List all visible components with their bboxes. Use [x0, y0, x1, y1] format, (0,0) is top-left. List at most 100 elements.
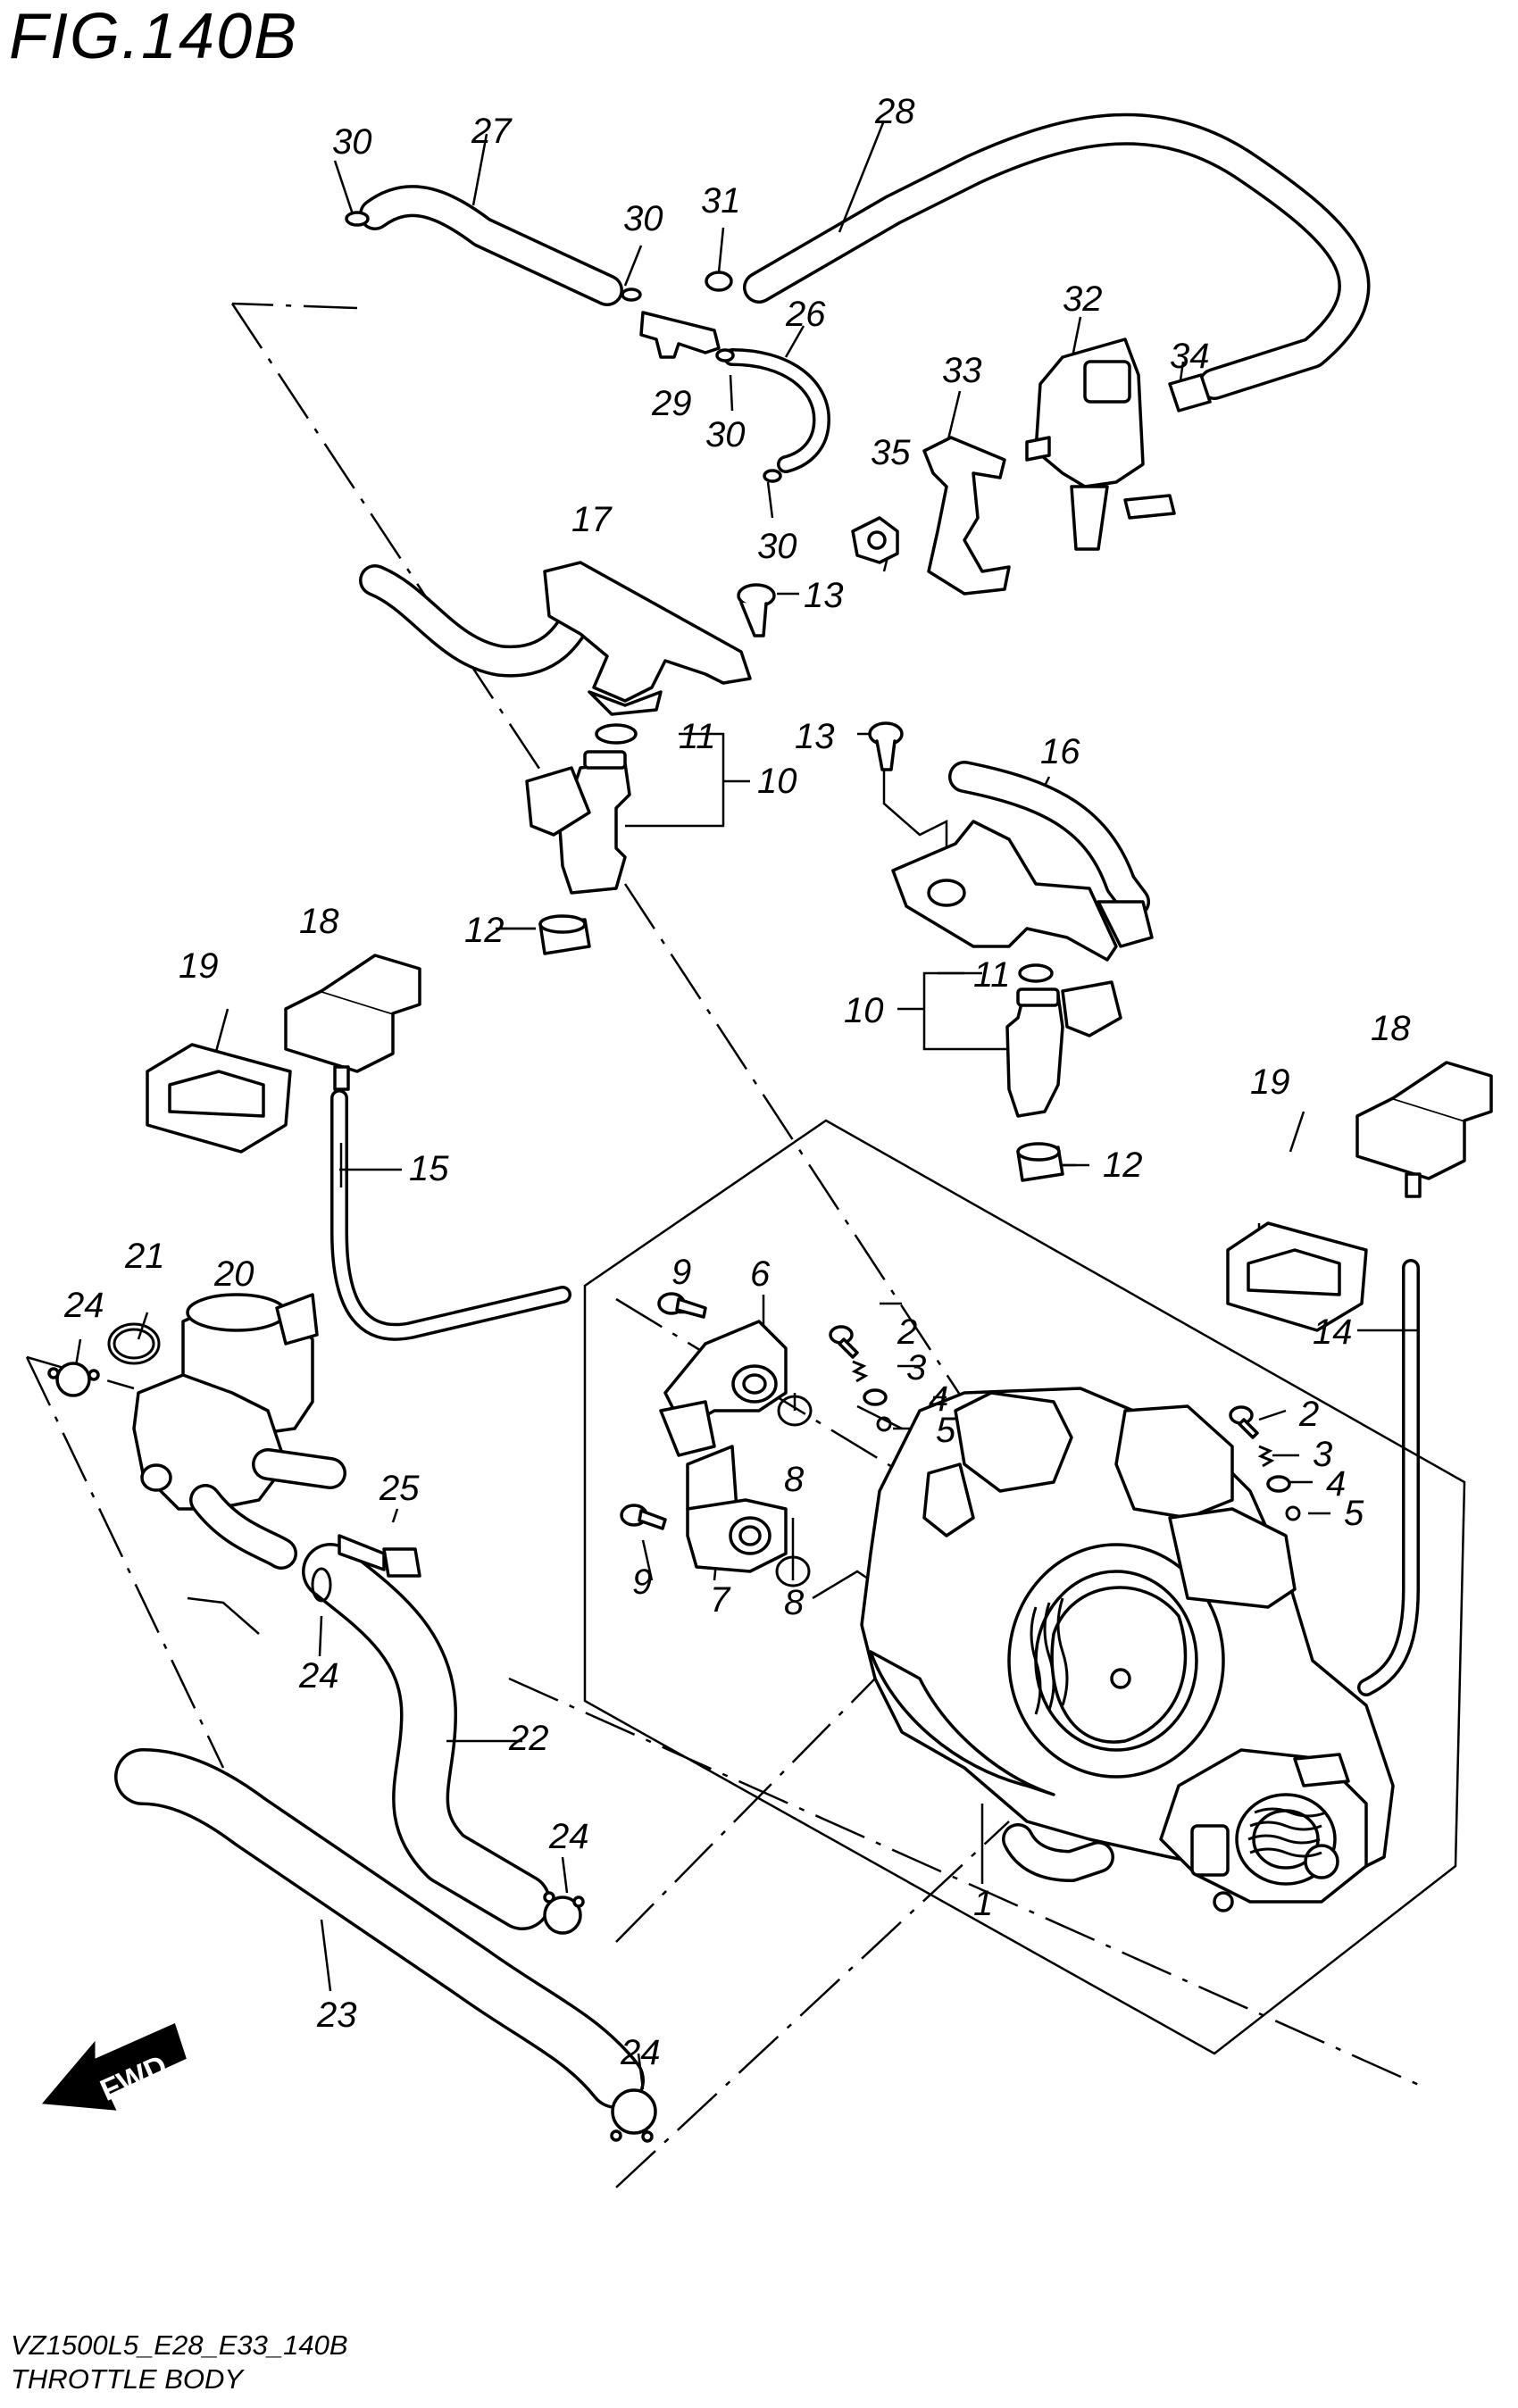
callout-13: 13: [795, 717, 835, 756]
callout-5: 5: [1344, 1494, 1364, 1533]
secondary-throttle-sensor-7: [686, 1445, 788, 1573]
idle-speed-control-valve-20: [132, 1293, 346, 1570]
figure-title: FIG.140B: [9, 1, 299, 72]
callout-9: 9: [632, 1562, 652, 1602]
callout-28: 28: [874, 92, 915, 131]
hose-14: [1357, 1259, 1420, 1696]
solenoid-valve-32: [1025, 337, 1176, 551]
callout-7: 7: [710, 1580, 731, 1620]
washer-4-a: [863, 1388, 888, 1406]
screw-9-b: [620, 1504, 667, 1530]
o-ring-8-b: [775, 1555, 811, 1587]
clip-30-c: [715, 348, 735, 362]
callout-17: 17: [571, 500, 613, 539]
clip-30-a: [345, 211, 370, 227]
callout-5: 5: [936, 1411, 956, 1450]
callout-31: 31: [701, 181, 741, 221]
section-name: THROTTLE BODY: [11, 2363, 244, 2395]
o-ring-5-a: [876, 1416, 892, 1432]
callout-11: 11: [679, 717, 716, 756]
hose-26: [723, 348, 830, 473]
seal-12-b: [1016, 1142, 1064, 1182]
spring-3-a: [851, 1360, 869, 1383]
callout-11: 11: [973, 955, 1011, 995]
clip-34: [1168, 373, 1212, 412]
callout-23: 23: [316, 1996, 357, 2035]
callout-24: 24: [620, 2033, 661, 2072]
callout-22: 22: [508, 1719, 549, 1758]
callout-19: 19: [179, 946, 219, 986]
hose-22: [302, 1543, 551, 1930]
callout-16: 16: [1040, 732, 1080, 771]
screw-9-a: [657, 1292, 707, 1319]
callout-2: 2: [897, 1312, 917, 1352]
callout-18: 18: [1371, 1009, 1411, 1048]
callout-34: 34: [1170, 337, 1210, 376]
callout-numbers: 30 27 28 30 31 26 32 34 29 30 33 35 30 1…: [63, 92, 1411, 2072]
seal-12-a: [538, 914, 591, 955]
callout-33: 33: [942, 351, 982, 390]
callout-4: 4: [929, 1379, 948, 1419]
callout-3: 3: [1313, 1435, 1332, 1474]
fuel-injector-10-b: [1005, 980, 1122, 1118]
callout-3: 3: [906, 1348, 926, 1387]
spring-3-b: [1257, 1445, 1275, 1468]
clip-31: [705, 271, 733, 292]
callout-14: 14: [1313, 1312, 1353, 1352]
callout-30: 30: [705, 415, 746, 454]
cover-19-b: [1226, 1221, 1368, 1332]
washer-4-b: [1266, 1475, 1291, 1493]
hose-23: [114, 1748, 645, 2109]
callout-18: 18: [299, 902, 339, 941]
callout-24: 24: [298, 1656, 339, 1696]
model-code: VZ1500L5_E28_E33_140B: [11, 2329, 348, 2361]
screw-13-a: [737, 583, 776, 637]
pressure-sensor-18-b: [1355, 1061, 1493, 1198]
callout-30: 30: [332, 122, 372, 162]
callout-30: 30: [757, 527, 797, 566]
screw-13-b: [868, 721, 904, 771]
cap-24-b: [311, 1567, 332, 1603]
callout-29: 29: [651, 384, 692, 423]
throttle-body-assembly-box: [583, 1119, 1466, 2055]
o-ring-8-a: [777, 1395, 813, 1427]
callout-21: 21: [124, 1237, 165, 1276]
callout-35: 35: [871, 433, 911, 472]
bracket-33: [922, 436, 1011, 596]
callout-8: 8: [784, 1460, 805, 1499]
screw-2-b: [1229, 1405, 1259, 1439]
fuel-pipe-16: [891, 761, 1154, 962]
bolt-25: [338, 1534, 421, 1578]
hose-28: [743, 112, 1371, 400]
o-ring-21: [107, 1322, 161, 1365]
callout-30: 30: [623, 199, 663, 238]
o-ring-5-b: [1285, 1505, 1301, 1521]
throttle-body-1: [860, 1387, 1395, 1912]
callout-1: 1: [973, 1884, 993, 1923]
callout-27: 27: [471, 112, 513, 151]
callout-12: 12: [464, 911, 505, 950]
screw-2-a: [829, 1325, 859, 1359]
tee-joint-29: [639, 311, 721, 359]
callout-25: 25: [379, 1469, 420, 1508]
callout-13: 13: [804, 576, 844, 615]
callout-10: 10: [844, 991, 884, 1030]
callout-24: 24: [63, 1286, 104, 1325]
callout-8: 8: [784, 1583, 805, 1622]
cap-24-c: [543, 1891, 585, 1935]
hose-15: [330, 1089, 571, 1341]
callout-6: 6: [750, 1254, 771, 1294]
cap-24-d: [610, 2088, 657, 2143]
callout-24: 24: [548, 1817, 589, 1856]
fuel-injector-10-a: [525, 750, 631, 895]
callout-2: 2: [1298, 1395, 1319, 1434]
callout-26: 26: [785, 295, 826, 334]
pressure-sensor-18-a: [284, 954, 421, 1091]
clip-30-d: [763, 469, 782, 483]
callout-20: 20: [213, 1254, 254, 1294]
callout-15: 15: [409, 1149, 449, 1188]
hose-27: [359, 185, 623, 306]
cap-24-a: [47, 1362, 100, 1397]
callout-12: 12: [1103, 1146, 1143, 1185]
clip-30-b: [621, 287, 642, 302]
